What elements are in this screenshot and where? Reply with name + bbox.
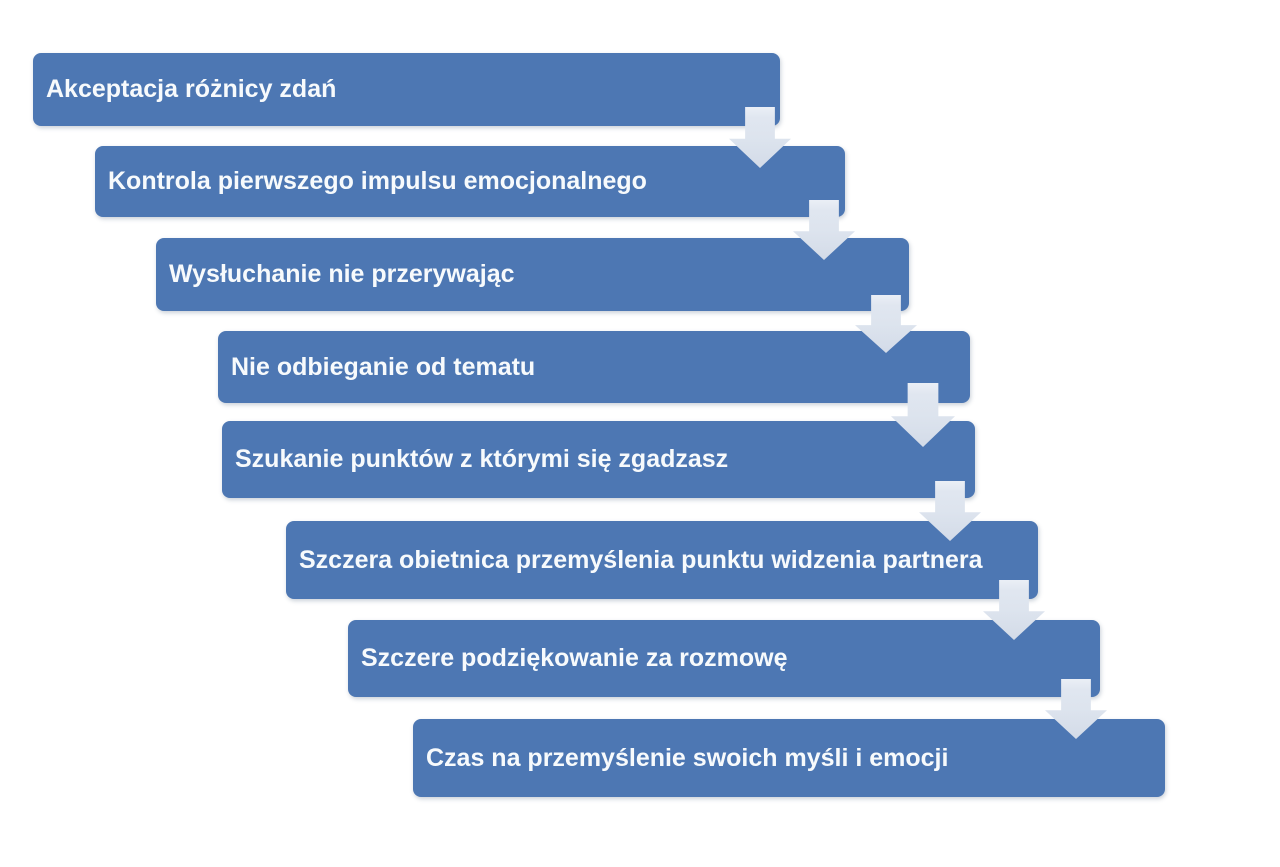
step-bar-5: Szukanie punktów z którymi się zgadzasz bbox=[222, 421, 975, 498]
step-bar-4: Nie odbieganie od tematu bbox=[218, 331, 970, 403]
step-label-2: Kontrola pierwszego impulsu emocjonalneg… bbox=[108, 167, 647, 195]
step-label-6: Szczera obietnica przemyślenia punktu wi… bbox=[299, 545, 983, 574]
step-label-3: Wysłuchanie nie przerywając bbox=[169, 260, 515, 288]
step-label-1: Akceptacja różnicy zdań bbox=[46, 75, 337, 103]
step-bar-2: Kontrola pierwszego impulsu emocjonalneg… bbox=[95, 146, 845, 217]
step-label-5: Szukanie punktów z którymi się zgadzasz bbox=[235, 445, 729, 473]
step-bar-6: Szczera obietnica przemyślenia punktu wi… bbox=[286, 521, 1038, 599]
step-bar-3: Wysłuchanie nie przerywając bbox=[156, 238, 909, 311]
step-bar-1: Akceptacja różnicy zdań bbox=[33, 53, 780, 126]
step-label-4: Nie odbieganie od tematu bbox=[231, 352, 536, 381]
step-bar-8: Czas na przemyślenie swoich myśli i emoc… bbox=[413, 719, 1165, 797]
step-label-8: Czas na przemyślenie swoich myśli i emoc… bbox=[426, 743, 949, 772]
step-bar-7: Szczere podziękowanie za rozmowę bbox=[348, 620, 1100, 697]
step-label-7: Szczere podziękowanie za rozmowę bbox=[361, 644, 788, 672]
